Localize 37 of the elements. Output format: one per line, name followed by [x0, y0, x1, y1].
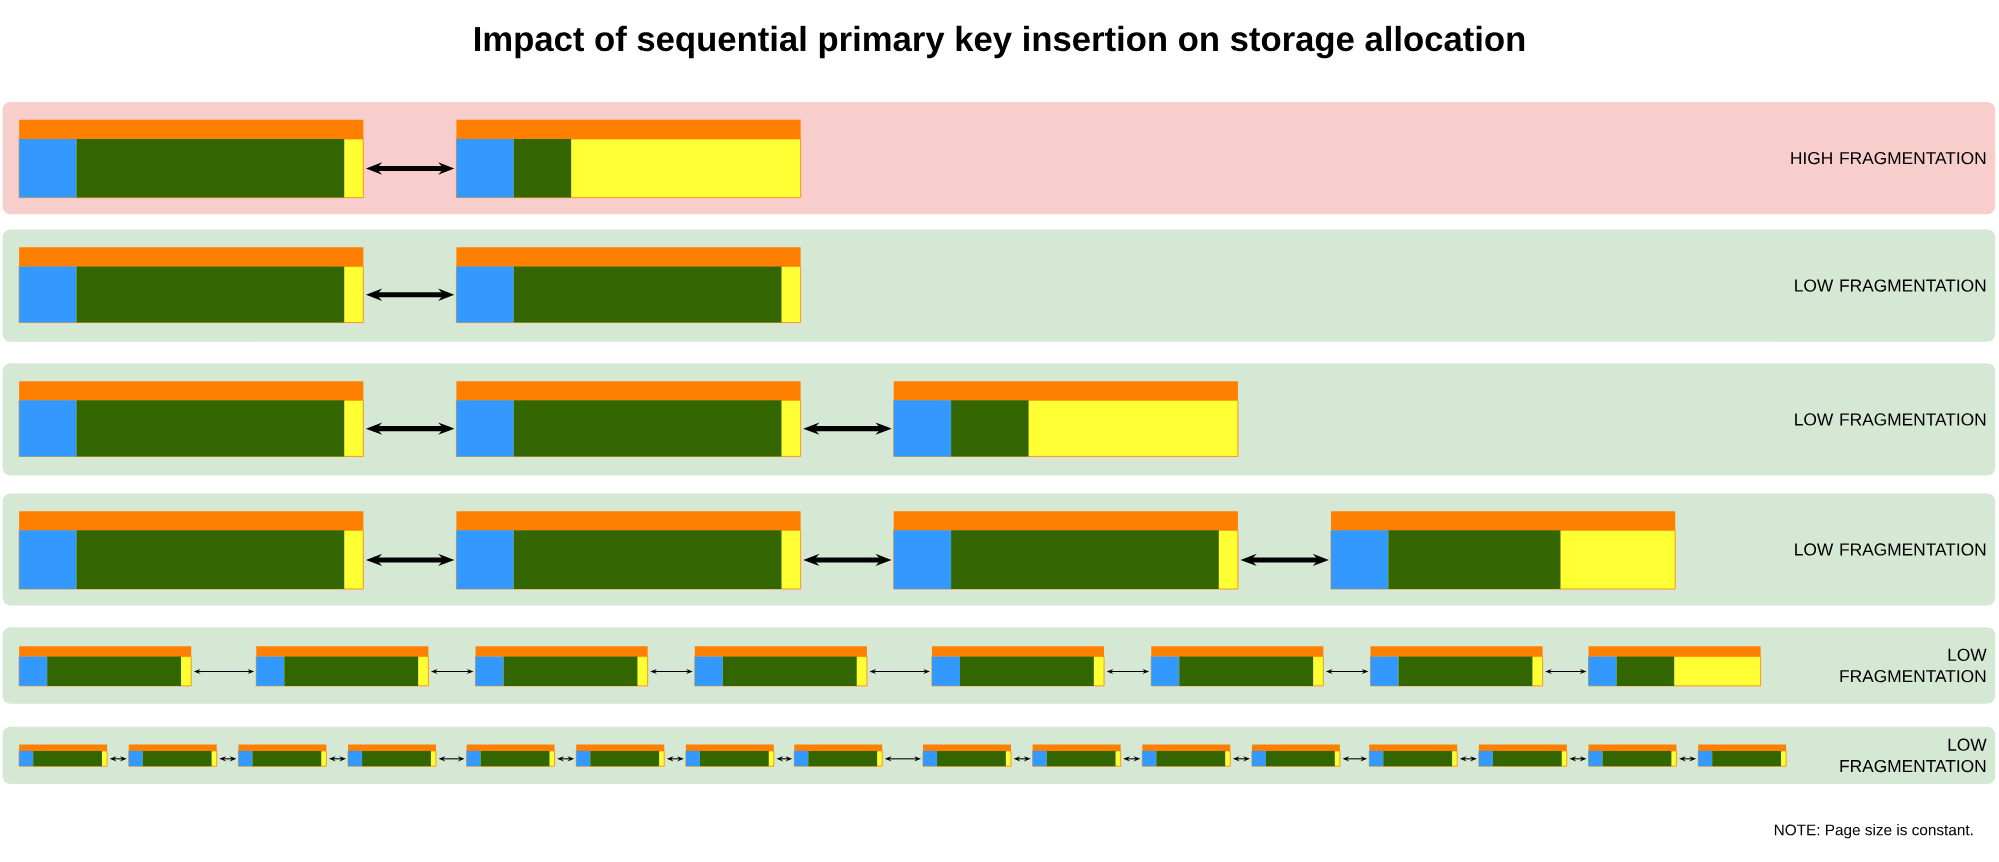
note: NOTE: Page size is constant. [1774, 824, 1973, 839]
page-drawing [238, 744, 327, 767]
page-drawing [18, 119, 364, 199]
page-drawing [1588, 744, 1677, 767]
page-drawing [1368, 744, 1458, 767]
page-drawing [1370, 646, 1543, 687]
page-drawing [456, 247, 802, 324]
page-drawing [893, 381, 1239, 457]
page-drawing [1330, 511, 1676, 590]
page-drawing [893, 511, 1239, 590]
page-drawing [1251, 744, 1341, 767]
title: Impact of sequential primary key insertion on storage allocation [475, 25, 1525, 59]
page-drawing [255, 646, 429, 687]
page-drawing [466, 744, 555, 767]
page-drawing [1032, 744, 1122, 767]
page-drawing [456, 511, 802, 590]
page-drawing [18, 646, 192, 687]
page-drawing [685, 744, 775, 767]
page-drawing [1150, 646, 1324, 687]
page-drawing [18, 247, 364, 324]
page-drawing [18, 744, 108, 767]
page-drawing [18, 511, 364, 590]
page-drawing [1588, 646, 1762, 687]
page-drawing [456, 381, 802, 457]
page-drawing [456, 119, 802, 199]
page-drawing [922, 744, 1012, 767]
page-drawing [575, 744, 665, 767]
page-drawing [475, 646, 649, 687]
page-drawing [1478, 744, 1568, 767]
page-drawing [347, 744, 437, 767]
page-drawing [128, 744, 218, 767]
page-drawing [694, 646, 868, 687]
page-drawing [793, 744, 883, 767]
page-drawing [931, 646, 1105, 687]
page-drawing [1697, 744, 1787, 767]
page-drawing [18, 381, 364, 457]
page-drawing [1141, 744, 1231, 767]
